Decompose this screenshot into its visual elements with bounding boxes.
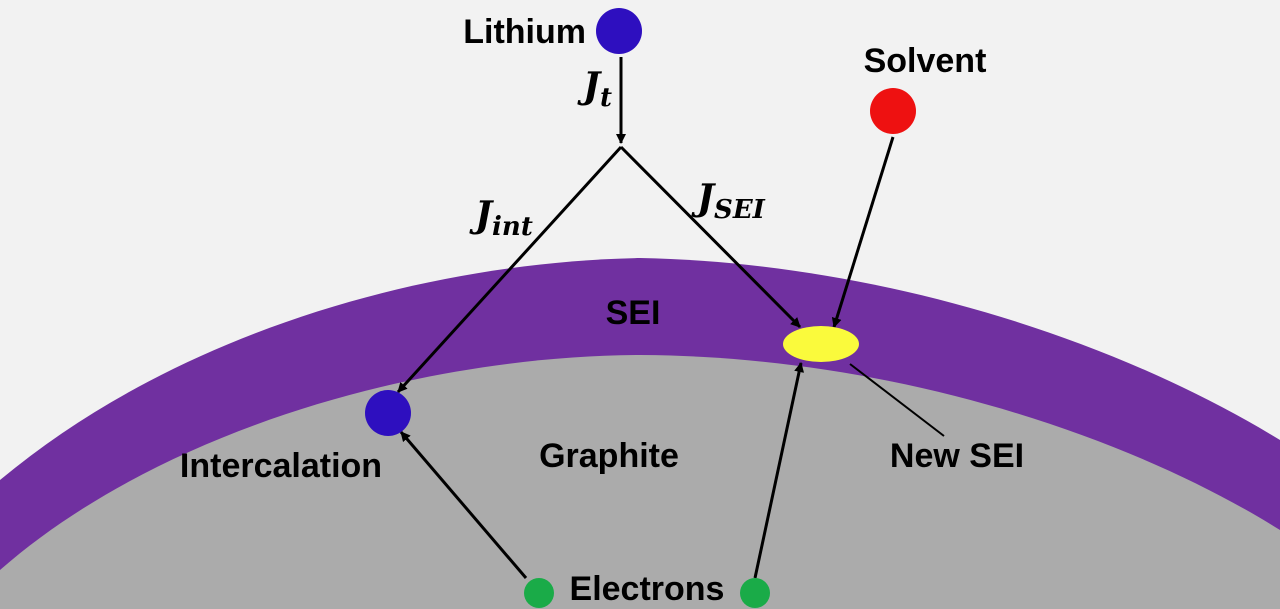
solvent-arrow bbox=[831, 136, 895, 328]
electron-left bbox=[524, 578, 554, 608]
new-sei-product bbox=[783, 326, 859, 362]
lithium-label: Lithium bbox=[463, 13, 586, 51]
total-flux-symbol: Jt bbox=[577, 65, 612, 113]
intercalated-lithium-particle bbox=[365, 390, 411, 436]
electrons-label: Electrons bbox=[570, 570, 725, 608]
electron-right bbox=[740, 578, 770, 608]
graphite-particle bbox=[0, 355, 1280, 609]
new-sei-label: New SEI bbox=[890, 437, 1024, 475]
lithium-particle bbox=[596, 8, 642, 54]
electron-to-intercalation-arrow bbox=[399, 431, 528, 579]
flux-arrows bbox=[396, 57, 945, 579]
intercalation-flux-arrow bbox=[396, 145, 623, 394]
sei-label: SEI bbox=[606, 294, 661, 332]
electron-to-new-sei-arrow bbox=[753, 362, 805, 579]
sei-flux-symbol: JSEI bbox=[691, 177, 766, 225]
solvent-label: Solvent bbox=[864, 42, 987, 80]
solvent-particle bbox=[870, 88, 916, 134]
sei-flux-arrow bbox=[619, 145, 802, 329]
intercalation-flux-symbol: Jint bbox=[469, 194, 533, 242]
intercalation-label: Intercalation bbox=[180, 447, 382, 485]
graphite-label: Graphite bbox=[539, 437, 679, 475]
new-sei-leader-line bbox=[849, 363, 945, 437]
